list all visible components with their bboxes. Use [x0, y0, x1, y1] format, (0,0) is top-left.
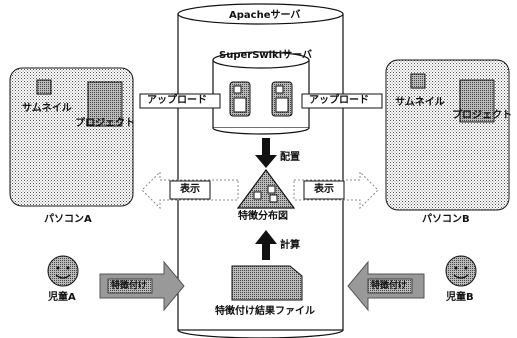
display-right-label: 表示	[314, 184, 334, 195]
result-file-label: 特徴付け結果ファイル	[215, 306, 315, 317]
pc-b-panel	[385, 59, 510, 211]
pc-a-thumbnail-label: サムネイル	[22, 103, 72, 114]
upload-right-label: アップロード	[309, 95, 369, 106]
stored-project-icon-2	[271, 81, 293, 117]
place-label: 配置	[280, 152, 300, 163]
pc-a-name: パソコンA	[44, 214, 92, 225]
feature-left-label: 特徴付け	[111, 281, 148, 291]
display-arrow-left	[141, 170, 239, 210]
upload-left-label: アップロード	[147, 95, 207, 106]
feature-arrow-left	[99, 260, 185, 312]
pc-b-project-label: プロジェクト	[452, 110, 512, 121]
calc-label: 計算	[280, 240, 300, 251]
child-a-face-icon	[47, 255, 79, 287]
pc-b-thumbnail-label: サムネイル	[395, 97, 445, 108]
calc-arrow	[255, 230, 277, 260]
feature-map-pyramid	[236, 168, 296, 209]
result-file-icon	[231, 265, 303, 301]
superswiki-cylinder	[212, 51, 310, 135]
feature-arrow-right	[347, 260, 425, 312]
display-arrow-right	[293, 170, 379, 210]
pc-a-project-label: プロジェクト	[75, 118, 135, 129]
place-arrow	[255, 138, 277, 168]
superswiki-title: SuperSwikiサーバ	[219, 50, 313, 61]
display-left-label: 表示	[180, 184, 200, 195]
child-a-label: 児童A	[48, 292, 76, 303]
feature-right-label: 特徴付け	[371, 281, 408, 291]
upload-arrow-right	[301, 93, 383, 109]
apache-server-title: Apacheサーバ	[229, 10, 301, 21]
pc-b-name: パソコンB	[422, 214, 470, 225]
pc-a-panel	[9, 67, 134, 207]
feature-map-label: 特徴分布図	[238, 211, 288, 222]
child-b-label: 児童B	[446, 292, 474, 303]
upload-arrow-left	[139, 93, 221, 109]
child-b-face-icon	[445, 255, 477, 287]
stored-project-icon-1	[229, 81, 251, 117]
